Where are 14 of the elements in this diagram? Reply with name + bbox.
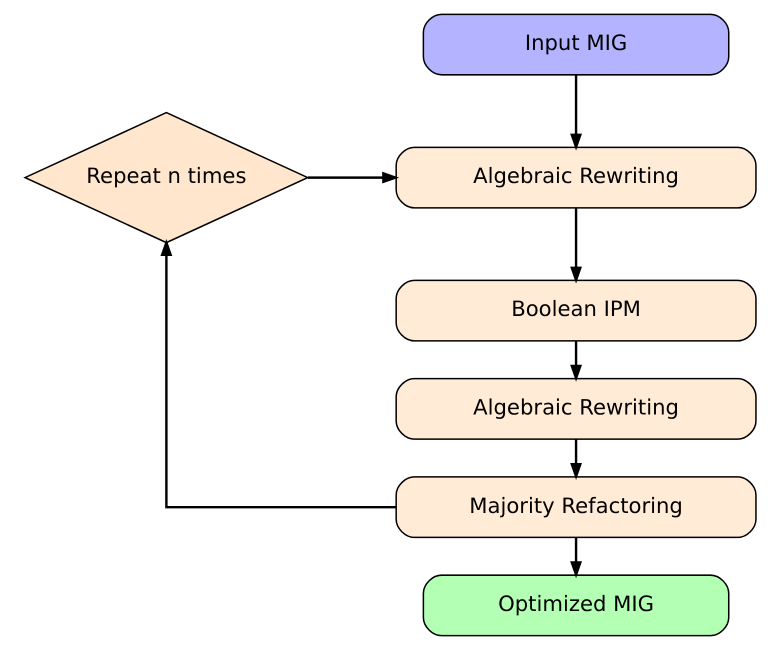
node-diamond: Repeat n times [23, 112, 310, 244]
arrow [160, 239, 396, 508]
arrow [570, 75, 582, 151]
node-box: Boolean IPM [395, 280, 757, 342]
node-box: Input MIG [422, 14, 730, 76]
arrow [570, 538, 582, 578]
arrow [570, 341, 582, 382]
arrow [570, 439, 582, 480]
node-box: Algebraic Rewriting [395, 146, 757, 209]
node-box: Algebraic Rewriting [395, 378, 757, 440]
node-box: Majority Refactoring [395, 476, 757, 538]
arrow [308, 172, 400, 184]
node-box: Optimized MIG [422, 574, 730, 636]
arrow [570, 208, 582, 284]
